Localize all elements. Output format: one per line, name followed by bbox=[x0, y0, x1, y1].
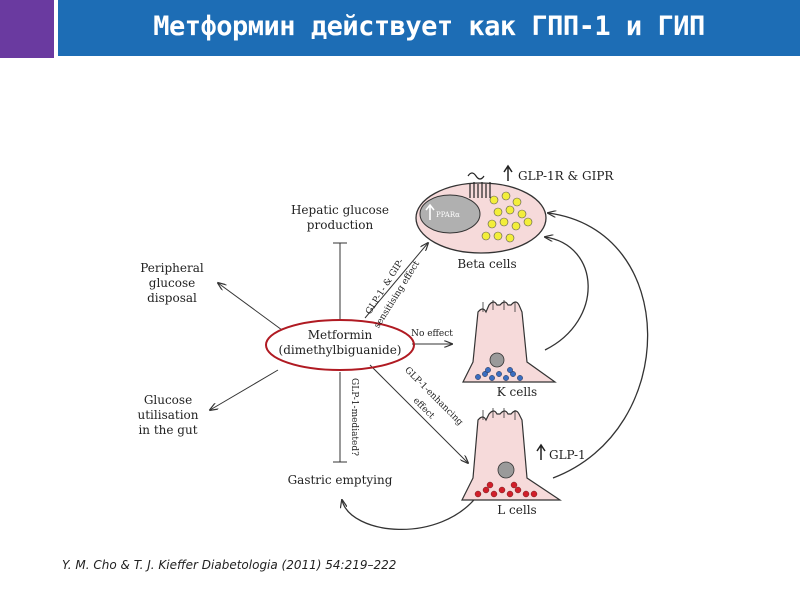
curve-k-to-beta bbox=[545, 237, 589, 351]
gastric-effect-label: GLP-1-mediated? bbox=[349, 378, 359, 456]
ppar-label: PPARα bbox=[436, 211, 460, 219]
arrow-to-beta-cells bbox=[364, 243, 428, 319]
l-cells-label: L cells bbox=[497, 503, 536, 517]
beta-cells-label: Beta cells bbox=[457, 257, 516, 271]
receptors-label: GLP-1R & GIPR bbox=[518, 169, 614, 183]
curve-l-to-gastric bbox=[342, 494, 479, 531]
receptors-up-arrow-icon bbox=[503, 164, 513, 181]
header-band: Метформин действует как ГПП-1 и ГИП bbox=[0, 0, 800, 58]
glp1-up-arrow-icon bbox=[536, 443, 546, 460]
arrow-to-gut bbox=[210, 369, 279, 410]
header-accent-block bbox=[0, 0, 54, 58]
peripheral-label-2: glucose bbox=[149, 276, 195, 290]
gut-label-2: utilisation bbox=[138, 408, 199, 422]
peripheral-label-1: Peripheral bbox=[140, 261, 204, 275]
header-bar bbox=[58, 0, 800, 56]
citation: Y. M. Cho & T. J. Kieffer Diabetologia (… bbox=[62, 558, 397, 572]
l-effect-label-1: GLP-1-enhancing bbox=[402, 365, 464, 427]
k-granules bbox=[475, 367, 523, 381]
beta-cell-nucleus bbox=[419, 194, 481, 234]
gut-label-3: in the gut bbox=[138, 423, 197, 437]
k-cell-nucleus bbox=[489, 352, 505, 368]
glp1-label: GLP-1 bbox=[549, 448, 586, 462]
metformin-highlight bbox=[265, 319, 415, 371]
gastric-inhibition-line bbox=[333, 372, 347, 463]
k-cell bbox=[462, 300, 557, 383]
hepatic-label-1: Hepatic glucose bbox=[291, 203, 389, 217]
metformin-chem-label: (dimethylbiguanide) bbox=[279, 343, 402, 357]
gastric-label: Gastric emptying bbox=[288, 473, 393, 487]
arrow-to-l-cells bbox=[369, 364, 468, 463]
arrow-to-peripheral bbox=[218, 283, 283, 331]
gut-label-1: Glucose bbox=[144, 393, 192, 407]
hepatic-label-2: production bbox=[307, 218, 374, 232]
peripheral-label-3: disposal bbox=[147, 291, 197, 305]
l-cell bbox=[461, 408, 562, 501]
receptor-icon bbox=[467, 172, 491, 198]
beta-granules bbox=[481, 191, 533, 243]
no-effect-label: No effect bbox=[411, 329, 453, 339]
hepatic-inhibition-line bbox=[333, 242, 347, 320]
l-cell-nucleus bbox=[497, 461, 515, 479]
slide-title: Метформин действует как ГПП-1 и ГИП bbox=[153, 11, 705, 42]
beta-cell: PPARα bbox=[415, 172, 547, 254]
k-cells-label: K cells bbox=[497, 385, 537, 399]
l-granules bbox=[474, 481, 538, 498]
ppar-up-arrow-icon bbox=[425, 203, 435, 220]
metformin-label: Metformin bbox=[308, 328, 373, 342]
curve-l-to-beta bbox=[548, 213, 649, 479]
